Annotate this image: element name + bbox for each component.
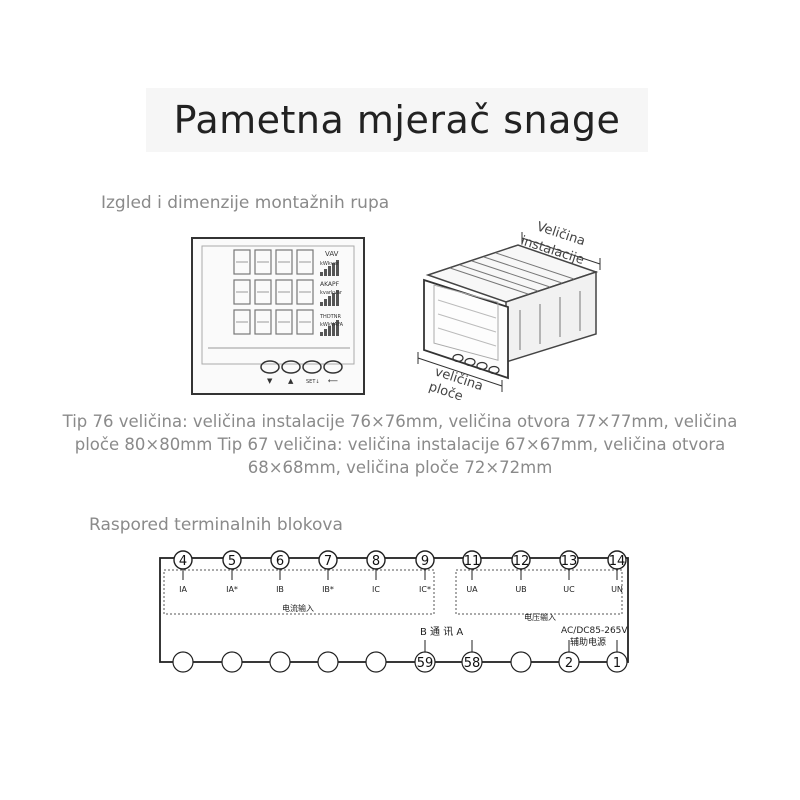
terminal-number: 4 <box>179 554 187 569</box>
comm-label: B 通 讯 A <box>420 626 463 638</box>
terminal-label: UA <box>466 585 478 594</box>
terminal-number: 9 <box>421 554 429 569</box>
lcd-bar <box>328 326 331 336</box>
terminal-circle <box>415 550 435 570</box>
terminal-circle <box>269 651 291 673</box>
terminal-circle <box>317 651 339 673</box>
lcd-digit <box>233 249 251 275</box>
current-input-label: 电流输入 <box>282 603 314 613</box>
terminal-number: 7 <box>324 554 332 569</box>
btn-down-label: ▼ <box>267 377 273 385</box>
lcd-digit <box>275 249 293 275</box>
lcd-bar <box>336 320 339 336</box>
terminal-circle <box>270 550 290 570</box>
lcd-digit <box>296 309 314 335</box>
terminal-label: UC <box>563 585 575 594</box>
lcd-bar <box>332 323 335 336</box>
terminal-label: UN <box>611 585 623 594</box>
lcd-digit <box>233 309 251 335</box>
row2-units-2: kvarkvar <box>320 290 343 296</box>
row3-units-2: kWkVAFA <box>320 322 344 328</box>
lcd-digit <box>254 249 272 275</box>
terminal-block-diagram: 电流输入 电压输入 B 通 讯 A AC/DC85-265V 辅助电源 4IA 5… <box>159 550 629 673</box>
lcd-bar <box>324 299 327 306</box>
meter-front-panel: VAV kWkvar AKAPF kvarkvar THDTNR kWkVAFA… <box>191 237 365 395</box>
lcd-bar <box>320 272 323 276</box>
terminal-label: IC* <box>419 585 431 594</box>
terminal-circle <box>172 651 194 673</box>
terminal-circle <box>607 550 627 570</box>
btn-set-label: SET↓ <box>306 379 320 385</box>
bottom-terminals: 59 58 2 1 <box>172 640 628 673</box>
terminal-label: UB <box>515 585 526 594</box>
power-label-2: 辅助电源 <box>570 636 606 648</box>
row3-units: THDTNR <box>319 314 341 320</box>
lcd-digit <box>296 249 314 275</box>
lcd-bar <box>332 263 335 276</box>
terminal-circle <box>173 550 193 570</box>
lcd-bar <box>324 269 327 276</box>
terminal-number: 6 <box>276 554 284 569</box>
terminal-number: 14 <box>609 554 626 569</box>
lcd-bar <box>336 290 339 306</box>
btn-up-label: ▲ <box>288 377 294 385</box>
dimensions-heading: Izgled i dimenzije montažnih rupa <box>101 193 390 213</box>
lcd-bar <box>320 332 323 336</box>
lcd-bar <box>328 266 331 276</box>
terminal-number: 8 <box>372 554 380 569</box>
lcd-bar <box>328 296 331 306</box>
btn-enter-label: ⟵ <box>328 377 338 385</box>
terminal-circle <box>462 550 482 570</box>
lcd-bar <box>320 302 323 306</box>
title-banner: Pametna mjerač snage <box>146 88 648 152</box>
power-label-1: AC/DC85-265V <box>561 626 628 636</box>
terminal-circle <box>365 651 387 673</box>
row1-units: VAV <box>325 250 339 258</box>
terminal-circle <box>366 550 386 570</box>
terminal-number: 5 <box>228 554 236 569</box>
terminal-label: IB* <box>322 585 334 594</box>
housing-buttons <box>452 353 500 375</box>
terminal-number: 11 <box>464 554 481 569</box>
lcd-digit <box>233 279 251 305</box>
terminal-number: 13 <box>561 554 578 569</box>
terminal-label: IC <box>372 585 380 594</box>
lcd-bar <box>332 293 335 306</box>
row1-units-2: kWkvar <box>320 261 340 267</box>
terminal-number: 12 <box>513 554 530 569</box>
terminal-heading: Raspored terminalnih blokova <box>89 515 343 535</box>
voltage-input-label: 电压输入 <box>524 612 556 622</box>
lcd-digit <box>275 279 293 305</box>
page-title: Pametna mjerač snage <box>173 98 621 142</box>
terminal-circle <box>511 550 531 570</box>
lcd-bar <box>324 329 327 336</box>
lcd-bar <box>336 260 339 276</box>
terminal-label: IA <box>179 585 187 594</box>
terminal-circle <box>318 550 338 570</box>
lcd-digits <box>233 249 339 336</box>
terminal-circle <box>221 651 243 673</box>
terminal-number: 58 <box>464 656 481 671</box>
meter-housing-drawing: Veličina instalacije veličina ploče <box>417 220 601 400</box>
lcd-digit <box>254 309 272 335</box>
terminal-number: 59 <box>417 656 434 671</box>
terminal-number: 1 <box>613 656 621 671</box>
lcd-digit <box>296 279 314 305</box>
terminal-label: IB <box>276 585 284 594</box>
terminal-label: IA* <box>226 585 238 594</box>
terminal-circle <box>559 550 579 570</box>
terminal-circle <box>222 550 242 570</box>
size-description: Tip 76 veličina: veličina instalacije 76… <box>62 412 738 477</box>
lcd-digit <box>254 279 272 305</box>
row2-units: AKAPF <box>320 281 340 288</box>
lcd-digit <box>275 309 293 335</box>
terminal-circle <box>510 651 532 673</box>
front-buttons: ▼ ▲ SET↓ ⟵ <box>260 360 343 385</box>
terminal-number: 2 <box>565 656 573 671</box>
